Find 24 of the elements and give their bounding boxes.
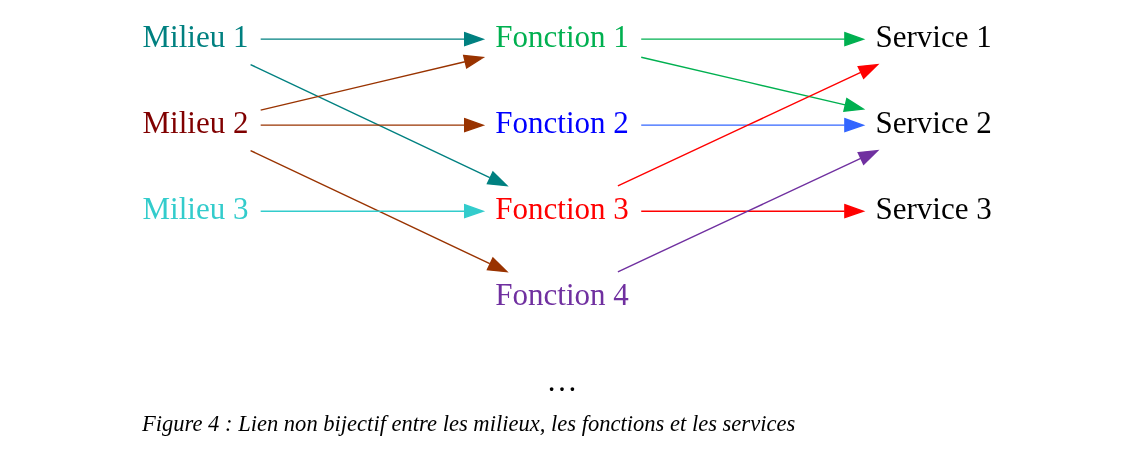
node-text: Fonction 1: [494, 19, 629, 55]
arrow: [640, 117, 865, 133]
node-text: Fonction 3: [494, 191, 629, 227]
arrow: [640, 56, 865, 112]
node-text: Milieu 3: [142, 191, 248, 227]
arrow: [259, 203, 485, 219]
label: …: [546, 363, 578, 399]
arrow: [249, 149, 509, 273]
arrow: [259, 117, 485, 133]
node-text: Fonction 4: [494, 277, 629, 313]
arrow: [616, 63, 879, 187]
node-text: Milieu 2: [142, 105, 248, 141]
node-text: Fonction 2: [494, 105, 629, 141]
node-text: Service 3: [874, 191, 992, 227]
arrow: [259, 54, 485, 111]
caption: Figure 4 : Lien non bijectif entre les milieux, les fonctions et les services: [141, 410, 795, 436]
arrow: [640, 31, 865, 47]
node-text: Service 2: [874, 105, 992, 141]
arrow: [249, 63, 509, 187]
node-text: Service 1: [874, 19, 992, 55]
arrow: [616, 149, 879, 273]
arrow: [259, 31, 485, 47]
node-text: Milieu 1: [142, 19, 248, 55]
arrow: [640, 203, 865, 219]
